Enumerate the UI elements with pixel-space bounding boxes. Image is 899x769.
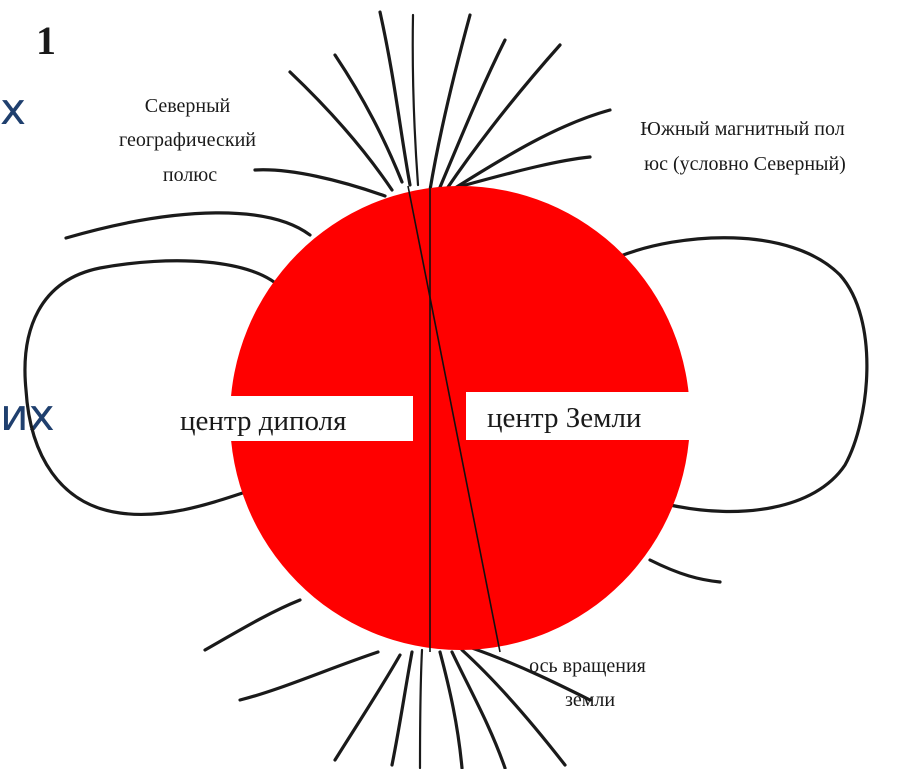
field-line-lower-left-1 bbox=[205, 600, 300, 650]
north-pole-line-2: географический bbox=[119, 129, 256, 151]
field-line-upper-left-6 bbox=[413, 15, 418, 185]
field-line-upper-left-2 bbox=[255, 170, 385, 196]
field-line-upper-right-2 bbox=[438, 40, 505, 192]
field-line-upper-left-3 bbox=[290, 72, 392, 190]
rotation-axis-label: ось вращения земли bbox=[529, 655, 651, 711]
north-pole-line-1: Северный bbox=[145, 95, 231, 117]
rotation-axis-line-1: ось вращения bbox=[529, 655, 646, 677]
field-line-lower-left-5 bbox=[420, 650, 422, 768]
north-geographic-pole-label: Северный географический полюс bbox=[119, 95, 261, 186]
field-line-lower-left-2 bbox=[240, 652, 378, 700]
north-pole-line-3: полюс bbox=[163, 164, 217, 186]
south-pole-line-2: юс (условно Северный) bbox=[644, 153, 846, 175]
field-line-upper-right-4 bbox=[455, 110, 610, 188]
dipole-center-label: центр диполя bbox=[180, 405, 346, 437]
figure-number: 1 bbox=[36, 18, 56, 63]
field-line-lower-left-4 bbox=[392, 652, 412, 765]
south-magnetic-pole-label: Южный магнитный пол юс (условно Северный… bbox=[640, 118, 849, 175]
field-line-lower-right-5 bbox=[650, 560, 720, 582]
field-line-upper-left-5 bbox=[380, 12, 410, 185]
earth-center-label: центр Земли bbox=[487, 402, 641, 434]
rotation-axis-line-2: земли bbox=[565, 689, 615, 711]
south-pole-line-1: Южный магнитный пол bbox=[640, 118, 844, 140]
field-line-upper-left-1 bbox=[66, 213, 310, 238]
cropped-text-top: х bbox=[0, 84, 26, 135]
field-line-lower-left-3 bbox=[335, 655, 400, 760]
field-line-upper-right-3 bbox=[446, 45, 560, 190]
